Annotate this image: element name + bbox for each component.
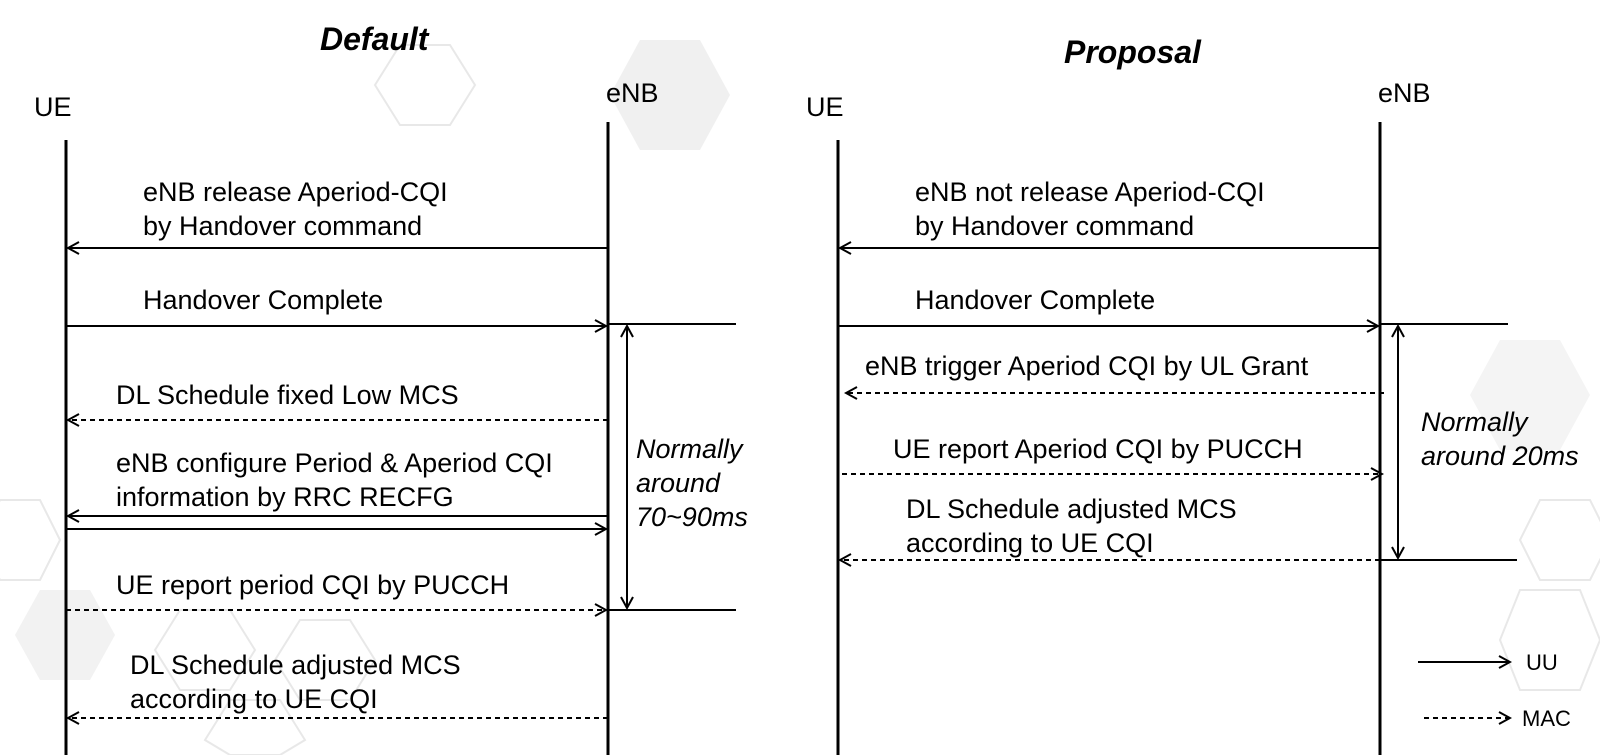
legend-mac-label: MAC xyxy=(1522,706,1571,731)
proposal-msg1-line1: eNB not release Aperiod-CQI xyxy=(915,177,1265,207)
default-msg6-line2: according to UE CQI xyxy=(130,684,378,714)
default-msg1-line2: by Handover command xyxy=(143,211,423,241)
default-duration-line2: around xyxy=(636,468,721,498)
proposal-title: Proposal xyxy=(1064,34,1201,70)
proposal-ue-label: UE xyxy=(806,92,844,122)
default-msg4-line1: eNB configure Period & Aperiod CQI xyxy=(116,448,553,478)
default-msg2-label: Handover Complete xyxy=(143,285,384,315)
proposal-msg4-label: UE report Aperiod CQI by PUCCH xyxy=(893,434,1303,464)
proposal-enb-label: eNB xyxy=(1378,78,1431,108)
proposal-msg1-line2: by Handover command xyxy=(915,211,1195,241)
default-enb-label: eNB xyxy=(606,78,659,108)
legend-uu-label: UU xyxy=(1526,650,1558,675)
default-duration-line1: Normally xyxy=(636,434,743,464)
proposal-msg5-line2: according to UE CQI xyxy=(906,528,1154,558)
proposal-msg3-label: eNB trigger Aperiod CQI by UL Grant xyxy=(865,351,1309,381)
proposal-msg5-line1: DL Schedule adjusted MCS xyxy=(906,494,1237,524)
default-msg3-label: DL Schedule fixed Low MCS xyxy=(116,380,459,410)
proposal-duration-line1: Normally xyxy=(1421,407,1528,437)
default-msg5-label: UE report period CQI by PUCCH xyxy=(116,570,510,600)
default-msg4-line2: information by RRC RECFG xyxy=(116,482,454,512)
default-title: Default xyxy=(320,21,429,57)
default-ue-label: UE xyxy=(34,92,72,122)
default-duration-line3: 70~90ms xyxy=(636,502,748,532)
proposal-msg2-label: Handover Complete xyxy=(915,285,1156,315)
default-msg6-line1: DL Schedule adjusted MCS xyxy=(130,650,461,680)
proposal-duration-line2: around 20ms xyxy=(1421,441,1579,471)
proposal-arrows xyxy=(838,248,1517,560)
default-arrows xyxy=(66,248,736,718)
legend-symbols xyxy=(1418,662,1510,718)
default-msg1-line1: eNB release Aperiod-CQI xyxy=(143,177,448,207)
